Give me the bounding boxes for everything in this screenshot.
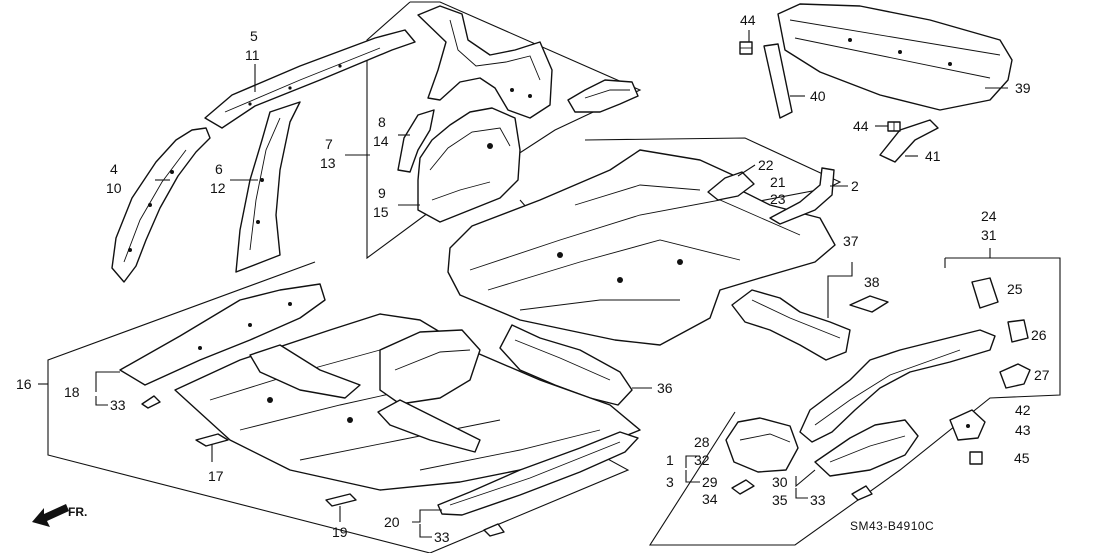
- part-front-pillar: [111, 127, 211, 283]
- part-rear-tray: [777, 3, 1013, 111]
- callout-41: 41: [925, 148, 941, 164]
- callout-21: 21: [770, 174, 786, 190]
- part-side-sill-20: [437, 431, 639, 516]
- callout-33-front: 33: [110, 397, 126, 413]
- callout-5: 5: [250, 28, 258, 44]
- callout-15: 15: [373, 204, 389, 220]
- callout-14: 14: [373, 133, 389, 149]
- part-rear-tray-bracket-40: [763, 43, 793, 119]
- callout-11: 11: [245, 47, 260, 63]
- part-front-frame-28: [725, 417, 799, 473]
- callout-29: 29: [702, 474, 718, 490]
- callout-13: 13: [320, 155, 336, 171]
- callout-33-frame: 33: [810, 492, 826, 508]
- callout-8: 8: [378, 114, 386, 130]
- callout-4: 4: [110, 161, 118, 177]
- part-small-bracket-33-frame: [851, 485, 873, 501]
- part-bracket-42: [949, 409, 986, 441]
- callout-35: 35: [772, 492, 788, 508]
- callout-36: 36: [657, 380, 673, 396]
- part-bracket-38: [849, 295, 889, 313]
- part-small-bracket-33-front: [141, 395, 161, 409]
- callout-27: 27: [1034, 367, 1050, 383]
- callout-40: 40: [810, 88, 826, 104]
- part-small-bracket-17: [195, 433, 229, 447]
- bolt-44-upper: [739, 41, 753, 55]
- part-center-pillar: [235, 101, 301, 273]
- callout-43: 43: [1015, 422, 1031, 438]
- part-roof-side-rail: [204, 29, 416, 129]
- diagram-code: SM43-B4910C: [850, 519, 934, 533]
- callout-42: 42: [1015, 402, 1031, 418]
- part-rear-inner-panel: [417, 5, 553, 119]
- part-bolt-45: [969, 451, 983, 465]
- callout-31: 31: [981, 227, 997, 243]
- part-wheelhouse-outer: [417, 107, 521, 223]
- callout-44-upper: 44: [740, 12, 756, 28]
- part-small-bracket-19: [325, 493, 357, 507]
- part-bracket-26: [1007, 319, 1029, 343]
- callout-39: 39: [1015, 80, 1031, 96]
- callout-16: 16: [16, 376, 32, 392]
- callout-30: 30: [772, 474, 788, 490]
- callout-12: 12: [210, 180, 226, 196]
- callout-34: 34: [702, 491, 718, 507]
- callout-28: 28: [694, 434, 710, 450]
- callout-37: 37: [843, 233, 859, 249]
- callout-numbers: 5 11 4 10 6 12 7 13 8 14 9 15 44 40 39 4…: [16, 12, 1050, 545]
- callout-44-lower: 44: [853, 118, 869, 134]
- leader-lines: [38, 30, 1008, 538]
- part-front-floor-crossmember-16: [119, 283, 326, 386]
- part-rear-crossmember-36: [499, 324, 633, 406]
- part-small-bracket-34: [731, 479, 755, 495]
- part-rear-side-frame: [799, 329, 996, 443]
- callout-45: 45: [1014, 450, 1030, 466]
- callout-2: 2: [851, 178, 859, 194]
- callout-23: 23: [770, 191, 786, 207]
- part-rear-floor-rail-21: [769, 167, 835, 225]
- callout-3: 3: [666, 474, 674, 490]
- callout-9: 9: [378, 185, 386, 201]
- part-rear-frame-37: [731, 289, 851, 361]
- callout-19: 19: [332, 524, 348, 540]
- callout-32: 32: [694, 452, 710, 468]
- callout-26: 26: [1031, 327, 1047, 343]
- front-direction-arrow-icon: [32, 504, 69, 527]
- callout-20: 20: [384, 514, 400, 530]
- callout-22: 22: [758, 157, 774, 173]
- callout-38: 38: [864, 274, 880, 290]
- part-rear-frame-extension-30: [814, 419, 919, 477]
- part-rear-floor-crossmember-22: [707, 171, 755, 201]
- part-rear-floor: [447, 149, 836, 346]
- callout-24: 24: [981, 208, 997, 224]
- part-front-floor-tunnel: [379, 329, 481, 405]
- callout-17: 17: [208, 468, 224, 484]
- rear-frame-group-boundary: [648, 257, 1061, 546]
- callout-7: 7: [325, 136, 333, 152]
- part-floor-crossmember-mid: [249, 344, 361, 399]
- callout-33-sill: 33: [434, 529, 450, 545]
- callout-10: 10: [106, 180, 122, 196]
- part-small-bracket-33-sill: [483, 523, 505, 537]
- front-direction-label: FR.: [68, 505, 87, 519]
- bolt-44-lower: [887, 121, 901, 132]
- callout-18: 18: [64, 384, 80, 400]
- callout-1: 1: [666, 452, 674, 468]
- callout-6: 6: [215, 161, 223, 177]
- part-bracket-25: [971, 277, 999, 309]
- part-wheelhouse-inner: [397, 109, 435, 173]
- part-bracket-27: [999, 363, 1031, 389]
- part-floor-crossmember-rear: [377, 399, 481, 453]
- callout-25: 25: [1007, 281, 1023, 297]
- part-quarter-bracket: [567, 79, 639, 113]
